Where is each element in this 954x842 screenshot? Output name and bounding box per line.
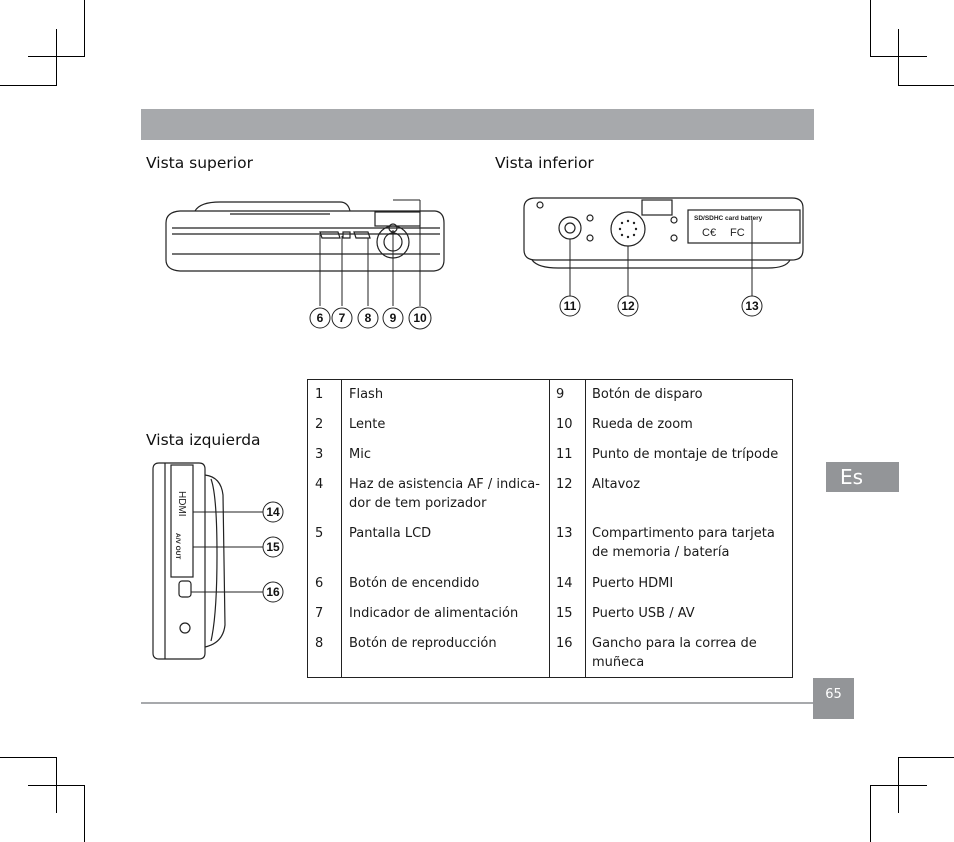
legend-item-text: Altavoz (592, 477, 641, 492)
camera-left-view-diagram: HDMI A/V OUT 14 15 16 (152, 462, 284, 660)
heading-top-view: Vista superior (146, 154, 253, 172)
legend-item-text: Rueda de zoom (592, 417, 693, 432)
legend-row: 8 Botón de reproducción 16 Gancho para la c… (307, 628, 793, 676)
av-port-label: A/V OUT (174, 533, 181, 559)
legend-item-text: Mic (349, 447, 371, 462)
callout-13: 13 (745, 299, 759, 313)
legend-item-text: Gancho para la correa de muñeca (592, 636, 757, 670)
legend-item-number: 3 (315, 447, 324, 462)
legend-item-text: Puerto HDMI (592, 576, 674, 591)
legend-item-number: 5 (315, 526, 324, 541)
legend-item-number: 13 (556, 526, 573, 541)
section-header-bar (141, 109, 814, 140)
legend-item-text: Compartimento para tarjeta de memoria / … (592, 526, 775, 560)
legend-row: 6 Botón de encendido 14 Puerto HDMI (307, 568, 793, 598)
parts-legend-table: 1 Flash 9 Botón de disparo 2 Lente 10 Rueda de … (307, 379, 793, 676)
legend-item-text: Haz de asistencia AF / indica-dor de tem… (349, 477, 540, 511)
legend-item-number: 2 (315, 417, 324, 432)
legend-item-number: 12 (556, 477, 573, 492)
callout-9: 9 (390, 311, 397, 325)
svg-text:C€: C€ (702, 227, 716, 239)
legend-item-text: Botón de encendido (349, 576, 480, 591)
legend-item-number: 6 (315, 576, 324, 591)
legend-item-number: 10 (556, 417, 573, 432)
heading-bottom-view: Vista inferior (495, 154, 594, 172)
page-number: 65 (813, 678, 854, 719)
legend-divider (549, 379, 550, 678)
legend-item-number: 11 (556, 447, 573, 462)
legend-row: 7 Indicador de alimentación 15 Puerto USB /… (307, 598, 793, 628)
heading-left-view: Vista izquierda (146, 431, 261, 449)
card-battery-label: SD/SDHC card battery (694, 215, 763, 222)
callout-10: 10 (413, 311, 427, 325)
callout-8: 8 (365, 311, 372, 325)
callout-16: 16 (266, 585, 280, 599)
callout-14: 14 (266, 505, 280, 519)
legend-item-number: 15 (556, 606, 573, 621)
legend-divider (341, 379, 342, 678)
legend-item-text: Flash (349, 387, 384, 402)
callout-11: 11 (564, 299, 577, 313)
legend-item-text: Lente (349, 417, 386, 432)
camera-bottom-view-diagram: SD/SDHC card battery C€ FC 11 12 13 (523, 197, 804, 317)
callout-12: 12 (621, 299, 635, 313)
footer-rule (141, 702, 813, 704)
svg-text:FC: FC (730, 227, 745, 239)
legend-item-number: 14 (556, 576, 573, 591)
legend-item-text: Punto de montaje de trípode (592, 447, 779, 462)
legend-item-text: Indicador de alimentación (349, 606, 519, 621)
callout-15: 15 (266, 540, 280, 554)
legend-item-number: 1 (315, 387, 324, 402)
legend-row: 5 Pantalla LCD 13 Compartimento para tarjet… (307, 518, 793, 568)
legend-item-text: Puerto USB / AV (592, 606, 695, 621)
legend-divider (585, 379, 586, 678)
legend-item-number: 7 (315, 606, 324, 621)
language-tab: Es (826, 462, 899, 492)
callout-6: 6 (317, 311, 324, 325)
hdmi-port-label: HDMI (176, 491, 187, 517)
legend-item-number: 4 (315, 477, 324, 492)
legend-item-number: 16 (556, 636, 573, 651)
legend-row: 4 Haz de asistencia AF / indica-dor de te… (307, 469, 793, 518)
legend-item-number: 9 (556, 387, 565, 402)
camera-top-view-diagram: 6 7 8 9 10 (165, 199, 445, 330)
legend-item-text: Botón de disparo (592, 387, 703, 402)
legend-item-text: Pantalla LCD (349, 526, 432, 541)
legend-row: 2 Lente 10 Rueda de zoom (307, 409, 793, 439)
legend-row: 3 Mic 11 Punto de montaje de trípode (307, 439, 793, 469)
legend-item-text: Botón de reproducción (349, 636, 497, 651)
legend-item-number: 8 (315, 636, 324, 651)
callout-7: 7 (339, 311, 346, 325)
legend-row: 1 Flash 9 Botón de disparo (307, 379, 793, 409)
